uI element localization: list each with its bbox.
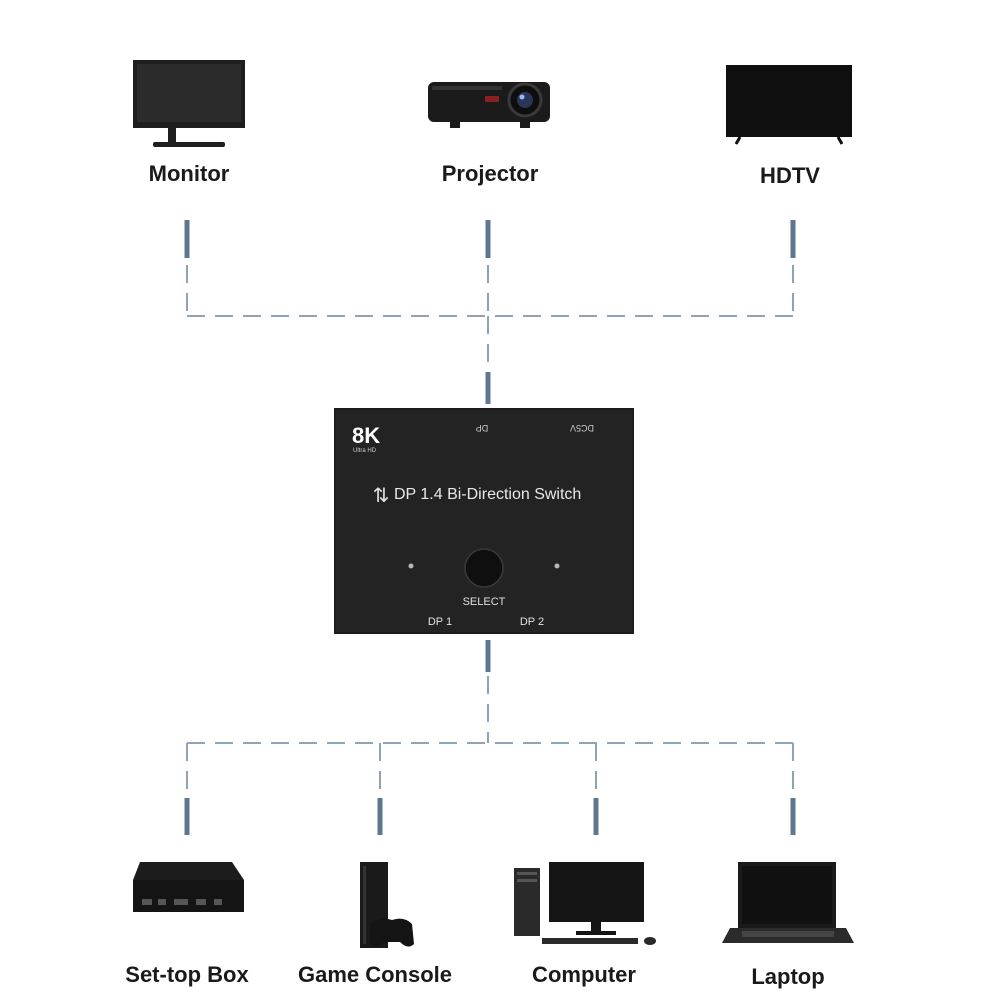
- laptop-icon: [722, 862, 854, 943]
- port-2-label: DP 2: [520, 616, 544, 628]
- select-button[interactable]: [464, 548, 504, 588]
- output-label-hdtv: HDTV: [760, 163, 820, 188]
- output-connector-ends: [184, 220, 796, 404]
- game-console-icon: [360, 862, 414, 948]
- switch-badge: 8K: [352, 423, 380, 448]
- bidirection-arrows-icon: ⇅: [373, 485, 390, 507]
- hdtv-icon: [726, 65, 852, 145]
- switch-box: 8K Ultra HD DP DC5V ⇅ DP 1.4 Bi-Directio…: [334, 408, 634, 634]
- computer-icon: [514, 862, 656, 945]
- led-dp2-icon: [554, 563, 560, 569]
- input-label-set-top-box: Set-top Box: [125, 962, 249, 987]
- top-port-dp-label: DP: [476, 423, 489, 433]
- port-1-label: DP 1: [428, 616, 452, 628]
- select-button-label: SELECT: [463, 596, 506, 608]
- projector-icon: [428, 82, 550, 128]
- led-dp1-icon: [408, 563, 414, 569]
- output-label-projector: Projector: [441, 161, 539, 186]
- input-connector-ends: [184, 640, 796, 835]
- output-label-monitor: Monitor: [148, 161, 230, 186]
- set-top-box-icon: [133, 862, 244, 912]
- input-label-game-console: Game Console: [297, 962, 453, 987]
- input-label-laptop: Laptop: [751, 964, 825, 989]
- monitor-icon: [133, 60, 245, 147]
- input-label-computer: Computer: [532, 962, 636, 987]
- switch-badge-sub: Ultra HD: [353, 448, 377, 454]
- input-connectors: [186, 676, 794, 793]
- top-port-power-label: DC5V: [570, 423, 594, 433]
- switch-title: DP 1.4 Bi-Direction Switch: [394, 486, 581, 503]
- output-connectors: [186, 265, 794, 372]
